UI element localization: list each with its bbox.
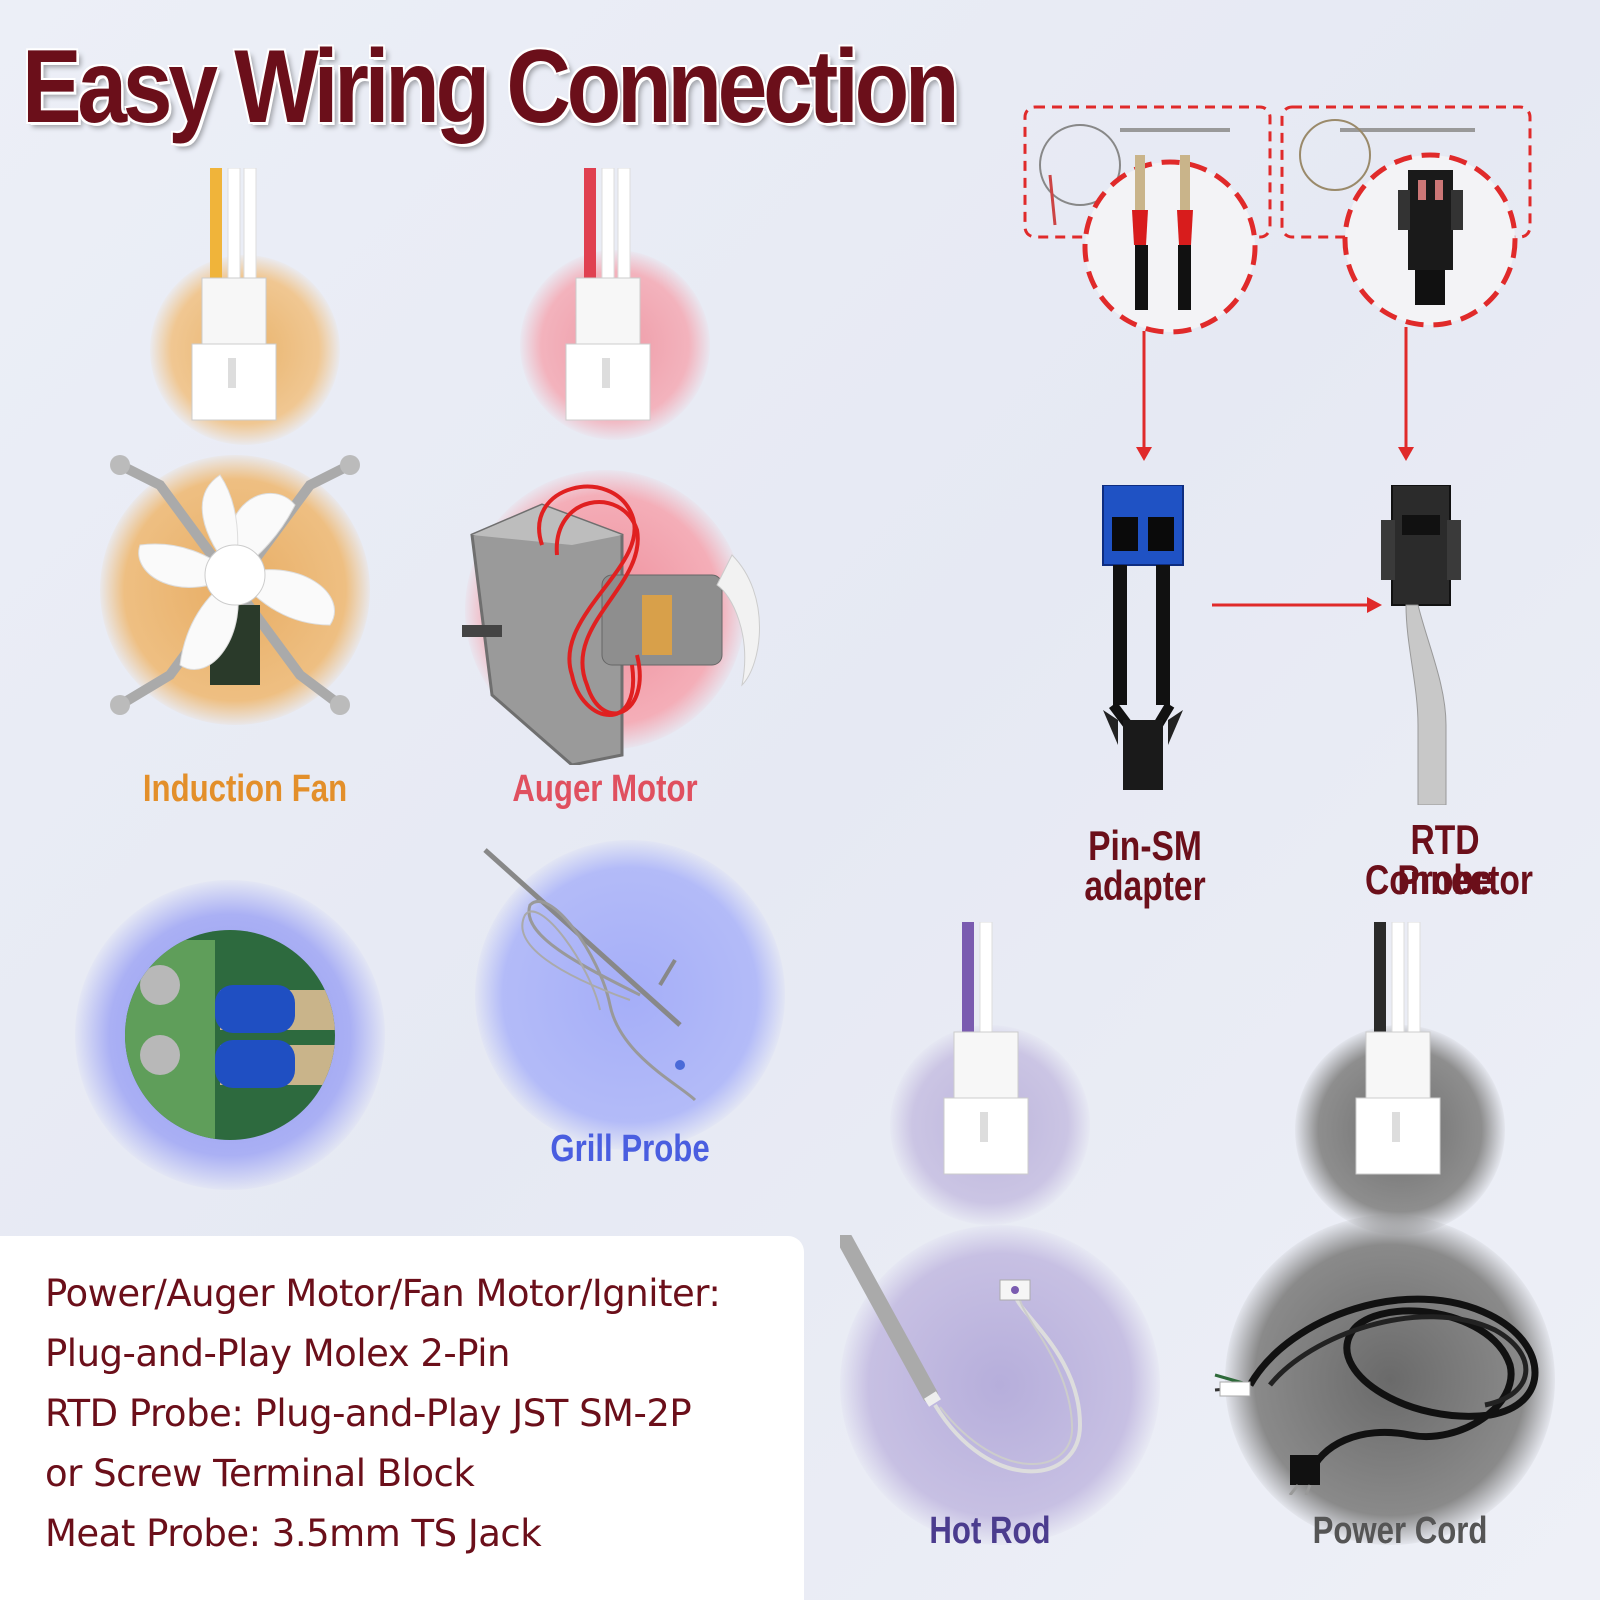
probe-icon — [840, 1235, 1083, 1474]
info-line-rtd: RTD Probe: Plug-and-Play JST SM-2P — [45, 1392, 692, 1435]
power-cord-label: Power Cord — [1312, 1510, 1488, 1552]
probe-icon — [483, 848, 697, 1102]
arrow-icon — [1212, 597, 1382, 613]
grill-probe-label: Grill Probe — [550, 1128, 710, 1170]
rtd-probe-connector-label-1: RTD Probe — [1397, 816, 1493, 903]
molex-connector-icon — [565, 168, 651, 421]
motor-icon — [462, 484, 760, 765]
pin-sm-adapter-label: Pin-SM adapter — [1084, 822, 1206, 909]
power-cord-icon — [1214, 1295, 1539, 1495]
grill-probe-glow — [475, 840, 785, 1150]
power-cord-glow — [1225, 1215, 1555, 1545]
molex-connector-icon — [1355, 922, 1441, 1175]
info-line-molex: Plug-and-Play Molex 2-Pin — [45, 1332, 511, 1375]
page-title: Easy Wiring Connection — [22, 29, 960, 145]
molex-connector-icon — [943, 922, 1029, 1175]
pin-sm-adapter-icon — [1102, 485, 1184, 790]
hot-rod-label: Hot Rod — [929, 1510, 1051, 1552]
rtd-probe-diagram — [1023, 105, 1532, 461]
terminal-block-icon — [125, 930, 335, 1140]
info-line-power: Power/Auger Motor/Fan Motor/Igniter: — [45, 1272, 721, 1315]
rtd-probe-connector-label-2: Connector — [1365, 856, 1533, 903]
molex-connector-icon — [191, 168, 277, 421]
induction-fan-label: Induction Fan — [142, 768, 348, 810]
info-panel — [0, 1236, 804, 1600]
info-line-terminal: or Screw Terminal Block — [45, 1452, 475, 1495]
hot-rod-glow — [840, 1225, 1160, 1545]
auger-motor-label: Auger Motor — [512, 768, 698, 810]
jst-connector-icon — [1381, 485, 1461, 805]
info-line-meat-probe: Meat Probe: 3.5mm TS Jack — [45, 1512, 542, 1555]
fan-icon — [110, 455, 360, 715]
